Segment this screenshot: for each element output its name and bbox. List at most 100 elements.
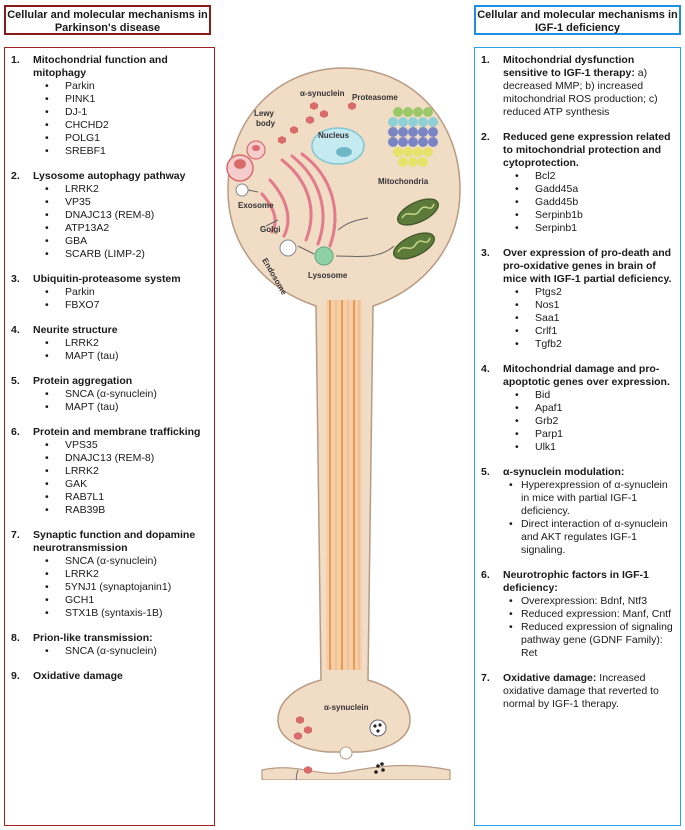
neuron-diagram: Lewy body α-synuclein Proteasome Nucleus… <box>226 67 461 780</box>
igf-section: 1. Mitochondrial dysfunction sensitive to… <box>481 54 674 119</box>
finding-list: Overexpression: Bdnf, Ntf3Reduced expres… <box>481 595 674 660</box>
gene-item: MAPT (tau) <box>45 401 208 414</box>
gene-list: ParkinFBXO7 <box>11 286 208 312</box>
section-heading: Prion-like transmission: <box>33 632 153 644</box>
igf-section-title: 3.Over expression of pro-death and pro-o… <box>481 247 674 286</box>
finding-item: Reduced expression of signaling pathway … <box>509 621 674 660</box>
section-heading: Protein and membrane trafficking <box>33 426 201 438</box>
gene-item: LRRK2 <box>45 465 208 478</box>
golgi-apparatus <box>260 152 337 248</box>
nucleus-label: Nucleus <box>318 131 350 140</box>
gene-item: Gadd45a <box>515 183 674 196</box>
gene-item: ATP13A2 <box>45 222 208 235</box>
gene-item: GBA <box>45 235 208 248</box>
gene-list: LRRK2VP35DNAJC13 (REM-8)ATP13A2GBASCARB … <box>11 183 208 261</box>
postsynaptic-membrane <box>261 764 451 780</box>
gene-item: Saa1 <box>515 312 674 325</box>
gene-item: Apaf1 <box>515 402 674 415</box>
gene-item: DNAJC13 (REM-8) <box>45 209 208 222</box>
gene-item: Serpinb1b <box>515 209 674 222</box>
proteasome <box>388 107 438 167</box>
section-heading: Oxidative damage: <box>503 672 597 684</box>
gene-item: LRRK2 <box>45 568 208 581</box>
igf-section-title: 6.Neurotrophic factors in IGF-1 deficien… <box>481 569 674 595</box>
section-number: 4. <box>481 363 490 375</box>
section-number: 3. <box>481 247 490 259</box>
exosome <box>235 183 259 197</box>
section-number: 7. <box>11 529 20 541</box>
section-number: 6. <box>11 426 20 438</box>
section-text: a) decreased MMP; b) increased mitochond… <box>503 67 658 118</box>
igf-section: 7.Oxidative damage: Increased oxidative … <box>481 672 674 711</box>
gene-item: Tgfb2 <box>515 338 674 351</box>
pd-section: 5.Protein aggregationSNCA (α-synuclein)M… <box>11 375 208 414</box>
section-heading-wrap: Mitochondrial dysfunction sensitive to I… <box>503 54 674 119</box>
section-heading: Lysosome autophagy pathway <box>33 170 186 182</box>
igf1-header: Cellular and molecular mechanisms in IGF… <box>474 5 681 35</box>
proteasome-label: Proteasome <box>352 93 398 102</box>
gene-list: Ptgs2Nos1Saa1Crlf1Tgfb2 <box>481 286 674 351</box>
pd-section: 4.Neurite structureLRRK2MAPT (tau) <box>11 324 208 363</box>
pd-section-title: 3.Ubiquitin-proteasome system <box>11 273 208 286</box>
synaptic-vesicle <box>369 719 387 737</box>
gene-item: PINK1 <box>45 93 208 106</box>
gene-list: SNCA (α-synuclein)LRRK25YNJ1 (synaptojan… <box>11 555 208 620</box>
igf-section: 6.Neurotrophic factors in IGF-1 deficien… <box>481 569 674 660</box>
section-heading: Mitochondrial function and mitophagy <box>33 54 168 79</box>
axon-cytoskeleton <box>326 300 362 670</box>
pd-section-title: 1.Mitochondrial function and mitophagy <box>11 54 208 80</box>
igf-section: 5.α-synuclein modulation:Hyperexpression… <box>481 466 674 557</box>
exosome-label: Exosome <box>238 201 274 210</box>
gene-item: SNCA (α-synuclein) <box>45 555 208 568</box>
parkinsons-mechanisms-panel: 1.Mitochondrial function and mitophagyPa… <box>4 47 215 826</box>
section-heading: Reduced gene expression related to mitoc… <box>503 131 671 169</box>
terminal-aggregates <box>294 716 312 740</box>
pd-section-title: 9. Oxidative damage <box>11 670 208 683</box>
pd-section-title: 8.Prion-like transmission: <box>11 632 208 645</box>
pd-section: 1.Mitochondrial function and mitophagyPa… <box>11 54 208 158</box>
gene-list: SNCA (α-synuclein) <box>11 645 208 658</box>
gene-list: Bcl2Gadd45aGadd45bSerpinb1bSerpinb1 <box>481 170 674 235</box>
igf-section: 4.Mitochondrial damage and pro-apoptotic… <box>481 363 674 454</box>
pd-section: 3.Ubiquitin-proteasome systemParkinFBXO7 <box>11 273 208 312</box>
gene-list: BidApaf1Grb2Parp1Ulk1 <box>481 389 674 454</box>
gene-item: Ulk1 <box>515 441 674 454</box>
igf-section-title: 7.Oxidative damage: Increased oxidative … <box>481 672 674 711</box>
lysosome-label: Lysosome <box>308 271 348 280</box>
igf-section-title: 1. Mitochondrial dysfunction sensitive to… <box>481 54 674 119</box>
section-heading: Neurotrophic factors in IGF-1 deficiency… <box>503 569 649 594</box>
igf-section: 2.Reduced gene expression related to mit… <box>481 131 674 235</box>
section-number: 4. <box>11 324 20 336</box>
gene-item: Serpinb1 <box>515 222 674 235</box>
body-label: body <box>256 119 276 128</box>
section-heading: Oxidative damage <box>33 670 123 682</box>
alpha-synuclein-label-top: α-synuclein <box>300 89 345 98</box>
mitochondria <box>393 198 439 260</box>
gene-item: VP35 <box>45 196 208 209</box>
gene-item: 5YNJ1 (synaptojanin1) <box>45 581 208 594</box>
gene-item: SNCA (α-synuclein) <box>45 388 208 401</box>
pd-section: 9. Oxidative damage <box>11 670 208 683</box>
finding-item: Reduced expression: Manf, Cntf <box>509 608 674 621</box>
gene-item: CHCHD2 <box>45 119 208 132</box>
finding-item: Direct interaction of α-synuclein and AK… <box>509 518 674 557</box>
section-heading: Mitochondrial dysfunction sensitive to I… <box>503 54 635 79</box>
section-number: 9. <box>11 670 20 682</box>
gene-item: Parkin <box>45 286 208 299</box>
gene-list: LRRK2MAPT (tau) <box>11 337 208 363</box>
igf1-mechanisms-panel: 1. Mitochondrial dysfunction sensitive to… <box>474 47 681 826</box>
gene-item: Gadd45b <box>515 196 674 209</box>
section-text: Increased oxidative damage that reverted… <box>503 672 659 710</box>
igf-section-title: 5.α-synuclein modulation: <box>481 466 674 479</box>
alpha-synuclein-label-bottom: α-synuclein <box>324 703 369 712</box>
gene-item: DNAJC13 (REM-8) <box>45 452 208 465</box>
pd-section: 8.Prion-like transmission:SNCA (α-synucl… <box>11 632 208 658</box>
gene-list: ParkinPINK1DJ-1CHCHD2POLG1SREBF1 <box>11 80 208 158</box>
pd-section: 7.Synaptic function and dopamine neurotr… <box>11 529 208 620</box>
gene-item: GAK <box>45 478 208 491</box>
gene-item: SREBF1 <box>45 145 208 158</box>
gene-item: SCARB (LIMP-2) <box>45 248 208 261</box>
lysosome <box>314 246 334 266</box>
mitochondria-label: Mitochondria <box>378 177 429 186</box>
section-number: 1. <box>481 54 490 66</box>
